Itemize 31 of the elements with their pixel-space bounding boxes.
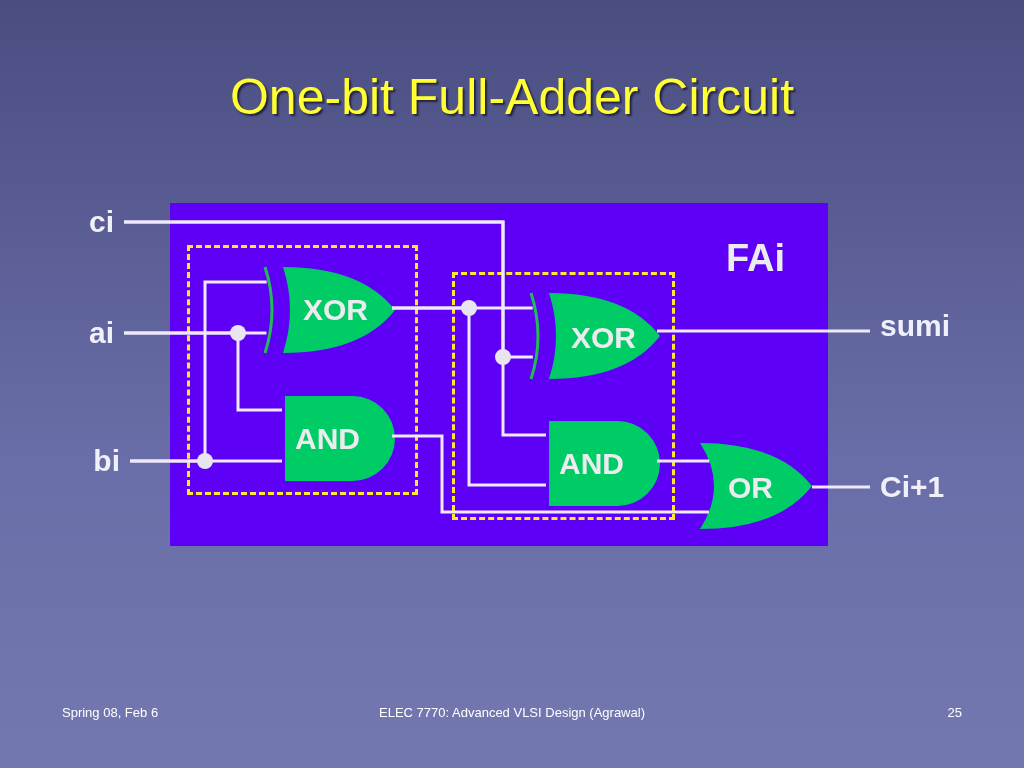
gate-label: AND [295, 422, 360, 456]
wire [392, 306, 546, 487]
gate-label: XOR [571, 321, 636, 355]
wire [657, 329, 870, 333]
half-adder-outline [187, 245, 418, 495]
wire [124, 220, 546, 437]
signal-label: ci [88, 205, 114, 239]
wire [124, 331, 282, 412]
footer-text: 25 [947, 705, 962, 720]
footer-text: Spring 08, Feb 6 [62, 705, 159, 720]
gate-label: XOR [303, 293, 368, 327]
wire [392, 434, 709, 514]
and-gate [549, 421, 660, 506]
xor-gate [531, 293, 660, 379]
gate-label: OR [728, 471, 773, 505]
wire [657, 459, 710, 463]
signal-label: bi [93, 444, 120, 478]
wire [812, 485, 870, 489]
footer-text: ELEC 7770: Advanced VLSI Design (Agrawal) [379, 705, 645, 720]
and-gate [285, 396, 395, 481]
gate-label: AND [559, 447, 624, 481]
wire [130, 459, 282, 463]
signal-label: Ci+1 [880, 470, 945, 504]
block-label: FAi [726, 237, 786, 280]
signal-label: sumi [880, 309, 951, 343]
or-gate [700, 443, 812, 529]
signal-label: ai [88, 316, 114, 350]
circuit-block [170, 203, 828, 546]
xor-gate [265, 267, 395, 353]
half-adder-outline [452, 272, 675, 520]
slide-title: One-bit Full-Adder Circuit [229, 69, 795, 125]
